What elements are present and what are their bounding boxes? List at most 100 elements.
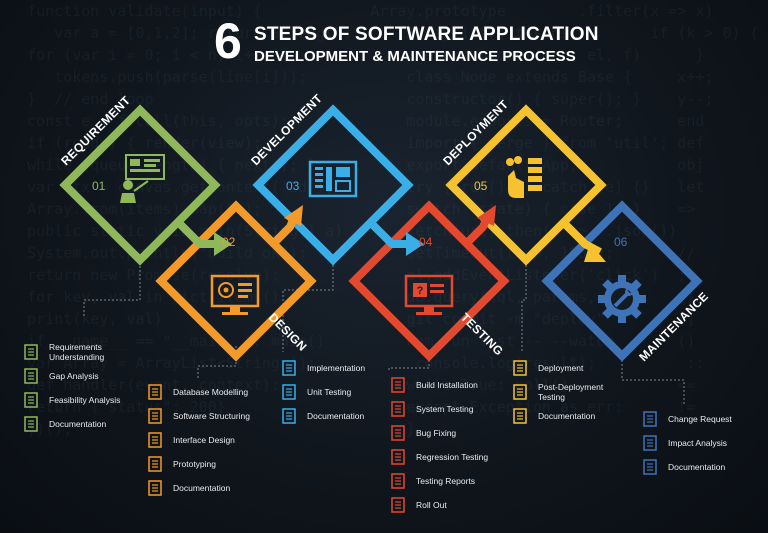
- list-item-label: Feasibility Analysis: [49, 395, 121, 405]
- list-item: Unit Testing: [280, 380, 365, 404]
- list-item-label: Interface Design: [173, 435, 235, 445]
- stage-number-04: 04: [419, 235, 433, 249]
- list-item: Interface Design: [146, 428, 250, 452]
- diamond-design: [155, 200, 317, 362]
- code-layout-icon: [308, 160, 358, 198]
- list-item-label: Gap Analysis: [49, 371, 99, 381]
- installer-icon: [389, 376, 407, 394]
- document-icon: [146, 479, 164, 497]
- list-item-label: Implementation: [307, 363, 366, 373]
- list-item-label: Documentation: [668, 462, 726, 472]
- list-item-label: Change Request: [668, 414, 732, 424]
- list-item: Regression Testing: [389, 445, 488, 469]
- report-icon: [389, 472, 407, 490]
- document-icon: [641, 458, 659, 476]
- list-item-label: Regression Testing: [416, 452, 489, 462]
- arrow-02-03: [270, 205, 303, 247]
- list-item-label: Documentation: [307, 411, 365, 421]
- list-item: System Testing: [389, 397, 488, 421]
- system-test-icon: [389, 400, 407, 418]
- list-item: Software Structuring: [146, 404, 250, 428]
- checkbox-list-icon: [280, 383, 298, 401]
- stage-number-03: 03: [286, 179, 300, 193]
- rocket-icon: [389, 496, 407, 514]
- list-item: Feasibility Analysis: [22, 388, 120, 412]
- list-item-label: Build Installation: [416, 380, 478, 390]
- package-icon: [511, 359, 529, 377]
- document-icon: [511, 407, 529, 425]
- arrow-04-05: [463, 205, 496, 247]
- diamond-deployment: [445, 104, 607, 266]
- list-item: Documentation: [641, 455, 732, 479]
- diamond-development: [252, 104, 414, 266]
- list-item-label: Documentation: [49, 419, 107, 429]
- monitor-icon: [210, 274, 260, 315]
- gear-shield-icon: [146, 407, 164, 425]
- magnifier-icon: [22, 391, 40, 409]
- list-item-label: Impact Analysis: [668, 438, 728, 448]
- list-item-label: System Testing: [416, 404, 474, 414]
- list-item-label: Bug Fixing: [416, 428, 457, 438]
- arrow-03-04: [367, 219, 424, 256]
- title-line-2: DEVELOPMENT & MAINTENANCE PROCESS: [254, 48, 576, 65]
- diamond-requirement: [59, 104, 221, 266]
- list-item: Documentation: [511, 404, 603, 428]
- diamond-testing: [348, 200, 510, 362]
- list-item-label: Documentation: [173, 483, 231, 493]
- refresh-icon: [389, 448, 407, 466]
- wrench-gear-icon: [598, 275, 646, 323]
- list-item-label: Documentation: [538, 411, 596, 421]
- list-item-label: Prototyping: [173, 459, 216, 469]
- list-item: Build Installation: [389, 373, 488, 397]
- presentation-board-icon: [120, 154, 165, 203]
- list-item-label: Unit Testing: [307, 387, 352, 397]
- list-item: Implementation: [280, 356, 365, 380]
- list-item: Impact Analysis: [641, 431, 732, 455]
- list-item-label: Database Modelling: [173, 387, 249, 397]
- list-item: Change Request: [641, 407, 732, 431]
- list-item: Testing Reports: [389, 469, 488, 493]
- stage-number-02: 02: [222, 235, 236, 249]
- layout-icon: [146, 431, 164, 449]
- svg-text:?: ?: [417, 285, 424, 297]
- arrow-05-06: [560, 219, 606, 262]
- gears-icon: [280, 359, 298, 377]
- stage-label-testing: TESTING: [458, 310, 506, 358]
- list-item: Database Modelling: [146, 380, 250, 404]
- pie-chart-icon: [22, 367, 40, 385]
- list-item: Documentation: [280, 404, 365, 428]
- list-item: Documentation: [146, 476, 250, 500]
- diamond-maintenance: [541, 200, 703, 362]
- checklist-icon: [22, 343, 40, 361]
- bug-icon: [389, 424, 407, 442]
- document-icon: [22, 415, 40, 433]
- stage-label-design: DESIGN: [266, 310, 310, 354]
- list-item: Prototyping: [146, 452, 250, 476]
- list-item-label: Software Structuring: [173, 411, 251, 421]
- stage-number-05: 05: [474, 179, 488, 193]
- browser-icon: ?: [404, 274, 454, 315]
- list-item: Bug Fixing: [389, 421, 488, 445]
- list-item: Roll Out: [389, 493, 488, 517]
- title-line-1: STEPS OF SOFTWARE APPLICATION: [254, 24, 599, 45]
- phone-check-icon: [511, 383, 529, 401]
- list-item-label: Deployment: [538, 363, 584, 373]
- impact-chart-icon: [641, 434, 659, 452]
- hand-server-icon: [506, 156, 542, 198]
- prototype-icon: [146, 455, 164, 473]
- list-item: Gap Analysis: [22, 364, 120, 388]
- list-item: Documentation: [22, 412, 120, 436]
- document-icon: [280, 407, 298, 425]
- database-icon: [146, 383, 164, 401]
